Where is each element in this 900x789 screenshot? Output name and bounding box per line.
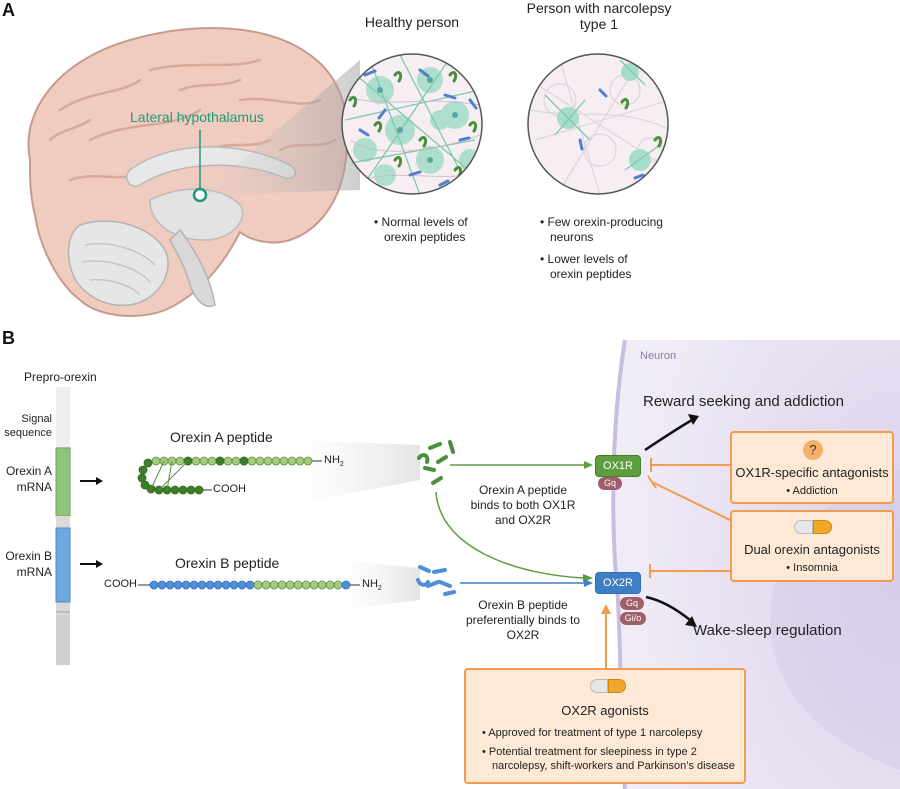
orexin-a-binding-text: Orexin A peptide binds to both OX1R and … xyxy=(470,483,576,527)
orexin-b-peptide-chain[interactable] xyxy=(138,580,360,590)
pill-left-half xyxy=(590,679,608,693)
orexin-a-cooh-label: COOH xyxy=(213,483,246,495)
binding-arrows xyxy=(435,461,593,587)
ox2r-agonists-bullet-2: • Potential treatment for sleepiness in … xyxy=(482,746,735,772)
healthy-bullet: • Normal levels of orexin peptides xyxy=(374,215,468,244)
ox1r-antagonist-box: ? OX1R-specific antagonists • Addiction xyxy=(730,431,894,504)
gio-protein-ox2r: Gi/o xyxy=(620,612,646,625)
signaling-arrows xyxy=(644,414,699,627)
neuron-label: Neuron xyxy=(640,350,677,362)
pill-icon xyxy=(794,520,832,534)
orexin-b-fragments xyxy=(416,565,456,596)
gq-protein-ox2r: Gq xyxy=(620,597,644,610)
orexin-b-nh2-label: NH2 xyxy=(362,578,382,593)
orexin-a-peptide-chain[interactable] xyxy=(137,456,322,495)
orexin-b-release-cone xyxy=(340,560,420,610)
ox2r-receptor[interactable]: OX2R xyxy=(595,572,641,594)
orexin-a-release-cone xyxy=(290,440,420,505)
ox1r-antagonist-bullet: • Addiction xyxy=(786,485,838,497)
panel-b-letter: B xyxy=(2,328,15,348)
panel-a-letter: A xyxy=(2,0,15,20)
orexin-a-mrna-label: Orexin A mRNA xyxy=(5,464,52,494)
ox1r-receptor[interactable]: OX1R xyxy=(595,455,641,477)
pill-left-half xyxy=(794,520,813,534)
healthy-tissue-circle xyxy=(341,53,483,195)
dual-antagonist-title: Dual orexin antagonists xyxy=(744,542,880,557)
signal-sequence-label: Signal sequence xyxy=(4,413,52,439)
orexin-b-cooh-label: COOH xyxy=(104,578,137,590)
antagonist-lines xyxy=(601,458,731,670)
ox2r-agonists-bullet-1: • Approved for treatment of type 1 narco… xyxy=(482,727,703,739)
prepro-orexin-label: Prepro-orexin xyxy=(24,370,97,384)
brain-illustration xyxy=(27,27,360,317)
pill-right-half xyxy=(813,520,832,534)
dual-antagonist-box: Dual orexin antagonists • Insomnia xyxy=(730,510,894,582)
narcolepsy-bullet-1: • Few orexin-producing neurons xyxy=(540,215,663,244)
orexin-b-peptide-title: Orexin B peptide xyxy=(175,555,280,571)
lateral-hypothalamus-label: Lateral hypothalamus xyxy=(130,109,264,125)
orexin-a-nh2-label: NH2 xyxy=(324,454,344,469)
healthy-title: Healthy person xyxy=(364,14,460,30)
gq-protein-ox1r: Gq xyxy=(598,477,622,490)
orexin-b-binding-text: Orexin B peptide preferentially binds to… xyxy=(465,598,581,642)
narcolepsy-tissue-circle xyxy=(527,53,669,195)
translation-arrows xyxy=(80,477,103,568)
dual-antagonist-bullet: • Insomnia xyxy=(786,562,838,574)
ox2r-agonists-title: OX2R agonists xyxy=(561,703,649,718)
ox1r-antagonist-title: OX1R-specific antagonists xyxy=(735,465,889,480)
prepro-orexin-bar xyxy=(55,387,71,665)
wake-sleep-label: Wake-sleep regulation xyxy=(693,622,842,639)
pill-icon xyxy=(590,679,626,693)
narcolepsy-title: Person with narcolepsy type 1 xyxy=(526,0,672,32)
orexin-b-mrna-label: Orexin B mRNA xyxy=(5,549,52,579)
ox2r-agonists-box: OX2R agonists • Approved for treatment o… xyxy=(464,668,746,784)
question-icon: ? xyxy=(803,440,823,460)
reward-seeking-label: Reward seeking and addiction xyxy=(643,393,844,410)
orexin-a-fragments xyxy=(417,440,455,485)
orexin-a-peptide-title: Orexin A peptide xyxy=(170,429,273,445)
narcolepsy-bullet-2: • Lower levels of orexin peptides xyxy=(540,252,632,281)
pill-right-half xyxy=(608,679,626,693)
